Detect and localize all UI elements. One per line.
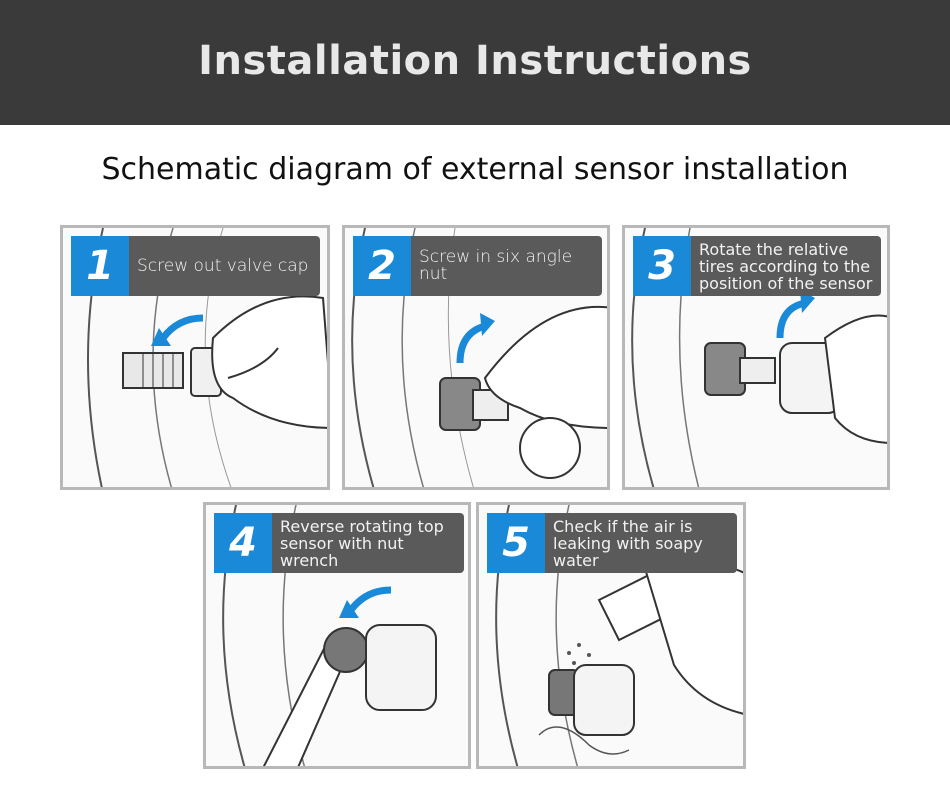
header-banner: Installation Instructions [0, 0, 950, 125]
step-number: 3 [633, 236, 691, 296]
step-2-label: 2 Screw in six angle nut [353, 236, 602, 296]
step-number: 4 [214, 513, 272, 573]
curved-arrow-icon [456, 322, 487, 364]
step-5-label: 5 Check if the air is leaking with soapy… [487, 513, 737, 573]
step-1-panel: 1 Screw out valve cap [60, 225, 330, 490]
step-5-illustration [495, 505, 743, 766]
curved-arrow-icon [776, 299, 806, 339]
step-number: 2 [353, 236, 411, 296]
step-1-illustration [87, 228, 327, 487]
page-title: Installation Instructions [198, 38, 752, 84]
step-2-illustration [351, 228, 607, 487]
step-text: Reverse rotating top sensor with nut wre… [272, 513, 464, 573]
curved-arrow-icon [160, 314, 204, 341]
step-number: 5 [487, 513, 545, 573]
step-2-panel: 2 Screw in six angle nut [342, 225, 610, 490]
step-4-illustration [222, 505, 437, 766]
step-3-label: 3 Rotate the relative tires according to… [633, 236, 881, 296]
step-1-label: 1 Screw out valve cap [71, 236, 320, 296]
step-text: Screw in six angle nut [411, 236, 602, 296]
step-4-panel: 4 Reverse rotating top sensor with nut w… [203, 502, 471, 769]
step-5-panel: 5 Check if the air is leaking with soapy… [476, 502, 746, 769]
step-text: Screw out valve cap [129, 236, 320, 296]
step-3-panel: 3 Rotate the relative tires according to… [622, 225, 890, 490]
curved-arrow-icon [348, 586, 392, 613]
diagram-subtitle: Schematic diagram of external sensor ins… [101, 152, 849, 187]
step-number: 1 [71, 236, 129, 296]
step-text: Check if the air is leaking with soapy w… [545, 513, 737, 573]
step-4-label: 4 Reverse rotating top sensor with nut w… [214, 513, 464, 573]
step-text: Rotate the relative tires according to t… [691, 236, 881, 296]
